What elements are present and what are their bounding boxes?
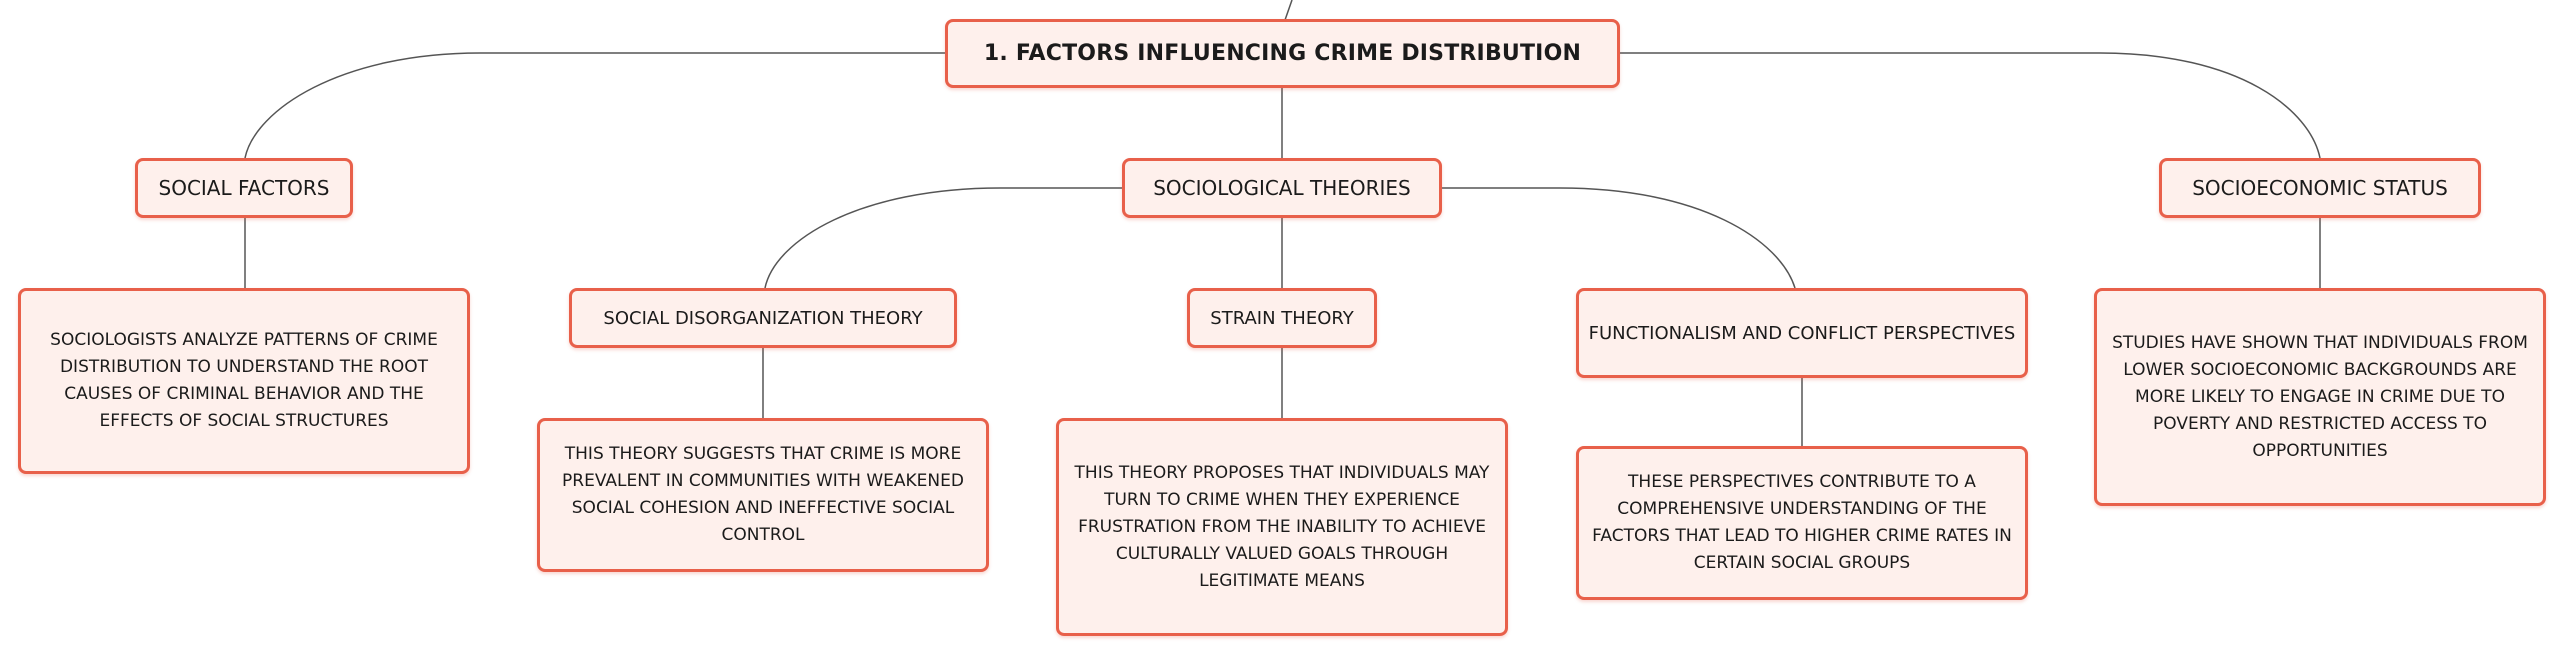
connector-root-social-factors — [244, 52, 945, 159]
root-label: 1. FACTORS INFLUENCING CRIME DISTRIBUTIO… — [983, 41, 1582, 66]
functionalism-conflict-label: FUNCTIONALISM AND CONFLICT PERSPECTIVES — [1588, 322, 2016, 344]
social-factors-node[interactable]: SOCIAL FACTORS — [135, 158, 353, 218]
root-node[interactable]: 1. FACTORS INFLUENCING CRIME DISTRIBUTIO… — [945, 19, 1620, 88]
strain-theory-description: THIS THEORY PROPOSES THAT INDIVIDUALS MA… — [1074, 462, 1490, 591]
connector-theories-functionalism — [1442, 187, 1796, 289]
functionalism-conflict-description: THESE PERSPECTIVES CONTRIBUTE TO A COMPR… — [1592, 472, 2012, 573]
connector-parent-root — [1284, 0, 1293, 21]
socioeconomic-status-description-node[interactable]: STUDIES HAVE SHOWN THAT INDIVIDUALS FROM… — [2094, 288, 2546, 506]
connector-root-socioeconomic-status — [1620, 52, 2321, 159]
functionalism-conflict-node[interactable]: FUNCTIONALISM AND CONFLICT PERSPECTIVES — [1576, 288, 2028, 378]
strain-theory-node[interactable]: STRAIN THEORY — [1187, 288, 1377, 348]
sociological-theories-label: SOCIOLOGICAL THEORIES — [1153, 176, 1411, 200]
social-disorganization-theory-label: SOCIAL DISORGANIZATION THEORY — [603, 307, 923, 329]
social-disorganization-theory-node[interactable]: SOCIAL DISORGANIZATION THEORY — [569, 288, 957, 348]
sociological-theories-node[interactable]: SOCIOLOGICAL THEORIES — [1122, 158, 1442, 218]
strain-theory-description-node[interactable]: THIS THEORY PROPOSES THAT INDIVIDUALS MA… — [1056, 418, 1508, 636]
social-factors-label: SOCIAL FACTORS — [158, 176, 330, 200]
social-factors-description: SOCIOLOGISTS ANALYZE PATTERNS OF CRIME D… — [50, 330, 438, 431]
socioeconomic-status-description: STUDIES HAVE SHOWN THAT INDIVIDUALS FROM… — [2112, 332, 2528, 461]
social-disorganization-description-node[interactable]: THIS THEORY SUGGESTS THAT CRIME IS MORE … — [537, 418, 989, 572]
socioeconomic-status-label: SOCIOECONOMIC STATUS — [2192, 176, 2448, 200]
social-factors-description-node[interactable]: SOCIOLOGISTS ANALYZE PATTERNS OF CRIME D… — [18, 288, 470, 474]
social-disorganization-description: THIS THEORY SUGGESTS THAT CRIME IS MORE … — [562, 444, 964, 545]
functionalism-conflict-description-node[interactable]: THESE PERSPECTIVES CONTRIBUTE TO A COMPR… — [1576, 446, 2028, 600]
socioeconomic-status-node[interactable]: SOCIOECONOMIC STATUS — [2159, 158, 2481, 218]
connector-theories-disorganization — [764, 187, 1122, 289]
strain-theory-label: STRAIN THEORY — [1210, 307, 1354, 329]
